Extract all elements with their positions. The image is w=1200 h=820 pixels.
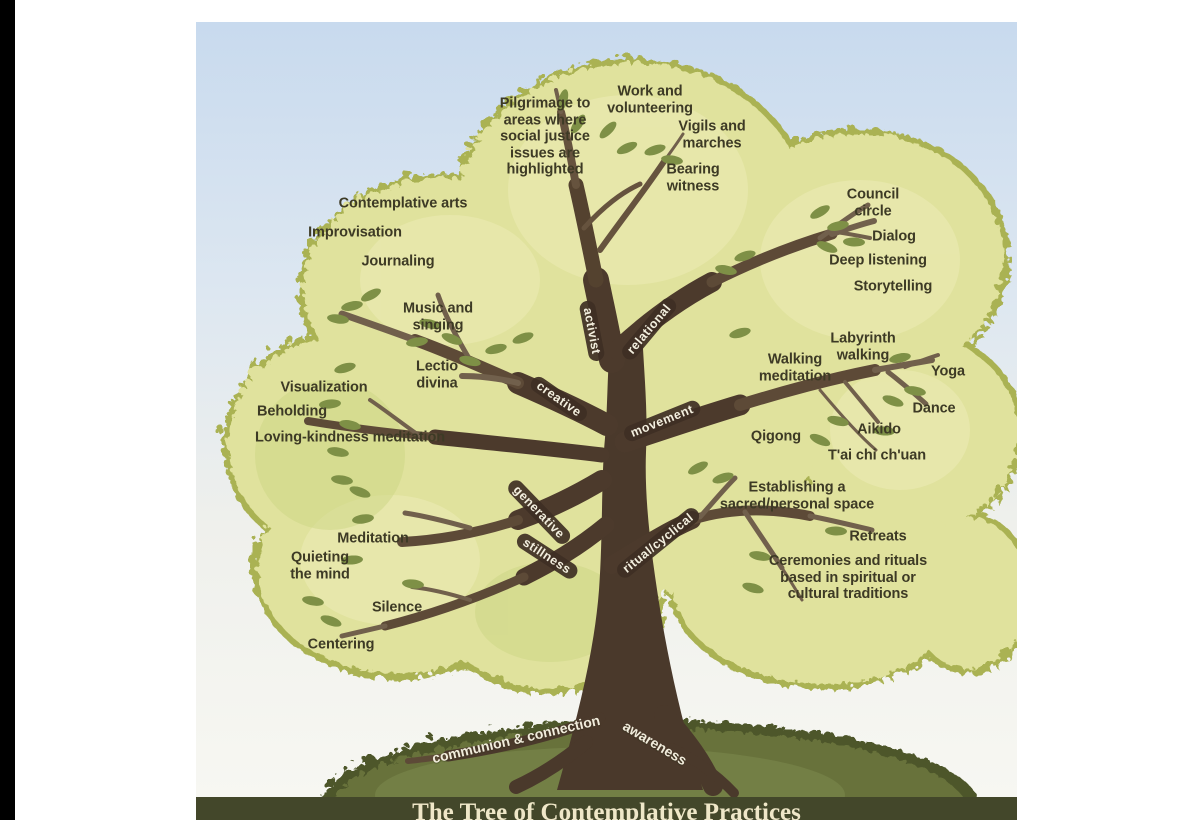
practice-label-ceremonies: Ceremonies and rituals based in spiritua… [768, 553, 928, 603]
practice-label-silence: Silence [371, 599, 423, 616]
practice-label-pilgrimage: Pilgrimage to areas where social justice… [499, 95, 591, 178]
practice-label-deep-listening: Deep listening [829, 252, 927, 269]
diagram-title: The Tree of Contemplative Practices [412, 799, 801, 820]
practice-label-walking-meditation: Walking meditation [758, 351, 832, 384]
roots [405, 705, 739, 797]
title-bar: The Tree of Contemplative Practices [196, 797, 1017, 820]
practice-label-visualization: Visualization [280, 379, 368, 396]
practice-label-council-circle: Council circle [846, 186, 900, 219]
practice-label-loving-kindness: Loving-kindness meditation [255, 429, 445, 446]
practice-label-labyrinth-walking: Labyrinth walking [830, 330, 896, 363]
practice-label-tai-chi: T'ai chi ch'uan [827, 447, 927, 464]
practice-label-retreats: Retreats [849, 528, 907, 545]
practice-label-yoga: Yoga [931, 363, 965, 380]
practice-label-vigils-marches: Vigils and marches [678, 118, 746, 151]
practice-label-improvisation: Improvisation [308, 224, 402, 241]
practice-label-beholding: Beholding [257, 403, 327, 420]
practice-label-dance: Dance [912, 400, 956, 417]
practice-label-contemplative-arts: Contemplative arts [338, 195, 468, 212]
practice-label-lectio-divina: Lectio divina [415, 358, 459, 391]
practice-label-music-singing: Music and singing [403, 300, 473, 333]
practice-label-aikido: Aikido [857, 421, 901, 438]
practice-label-qigong: Qigong [750, 428, 802, 445]
practice-label-establishing-space: Establishing a sacred/personal space [719, 479, 875, 512]
practice-label-storytelling: Storytelling [853, 278, 933, 295]
tree-illustration [196, 22, 1017, 797]
tree-artwork [196, 22, 1017, 797]
practice-label-meditation: Meditation [337, 530, 409, 547]
practice-label-centering: Centering [307, 636, 375, 653]
practice-label-bearing-witness: Bearing witness [666, 161, 720, 194]
left-black-strip [0, 0, 15, 820]
practice-label-work-volunteering: Work and volunteering [607, 83, 693, 116]
practice-label-journaling: Journaling [361, 253, 435, 270]
practice-label-dialog: Dialog [872, 228, 916, 245]
leaves [302, 89, 926, 627]
practice-label-quieting-mind: Quieting the mind [290, 549, 350, 582]
